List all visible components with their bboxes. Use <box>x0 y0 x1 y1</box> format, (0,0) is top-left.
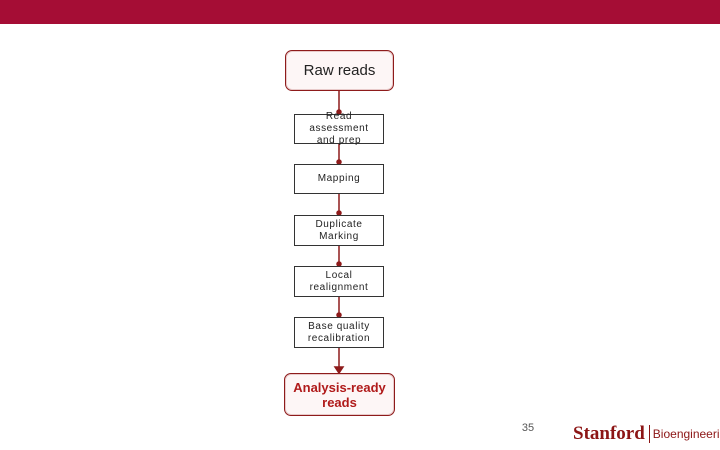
node-duplicate-marking: Duplicate Marking <box>294 215 384 246</box>
node-read-assessment: Read assessment and prep <box>294 111 384 146</box>
node-local-realignment: Local realignment <box>294 266 384 297</box>
page-number: 35 <box>521 422 535 434</box>
logo-department: Bioengineering <box>652 427 720 441</box>
stanford-logo: Stanford Bioengineering <box>573 423 720 445</box>
logo-wordmark: Stanford <box>573 423 645 444</box>
node-analysis-ready-reads: Analysis-ready reads <box>284 373 395 416</box>
node-mapping: Mapping <box>294 164 384 194</box>
node-raw-reads: Raw reads <box>285 50 394 91</box>
header-bar <box>0 0 720 24</box>
logo-divider <box>648 425 650 443</box>
connector-6-arrowhead <box>333 366 345 375</box>
node-base-quality-recalibration: Base quality recalibration <box>294 317 384 348</box>
